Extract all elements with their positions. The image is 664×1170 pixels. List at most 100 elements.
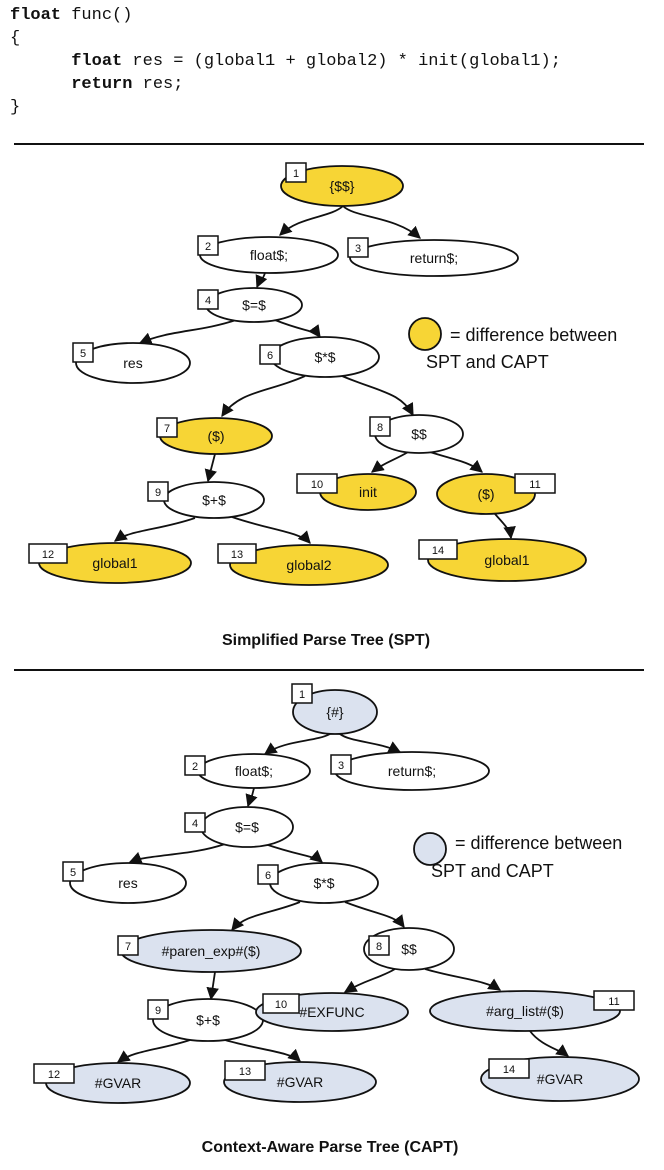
spt-node-10: init 10: [296, 473, 417, 511]
spt-node-id-box: [418, 539, 458, 560]
capt-edge: [224, 1039, 301, 1062]
spt-node-id: 4: [205, 295, 211, 307]
capt-node-6: $*$ 6: [257, 862, 379, 904]
code-text: res;: [132, 75, 184, 94]
capt-edge: [424, 968, 502, 991]
capt-node-5: res 5: [62, 861, 187, 904]
capt-node-3: return$; 3: [330, 751, 490, 791]
spt-node-3: return$;3: [347, 237, 519, 277]
spt-edge: [274, 319, 321, 339]
spt-edge: [494, 513, 516, 540]
spt-tree: {$$}1float$;2return$;3$=$4res5$*$6($)7$$…: [28, 162, 617, 649]
capt-edge: [264, 843, 323, 863]
spt-node-id-box: [197, 235, 219, 256]
spt-node-label: float$;: [250, 247, 288, 263]
spt-node-id-box: [259, 344, 281, 365]
capt-edge: [206, 971, 219, 1001]
spt-node-ellipse: [436, 473, 536, 515]
spt-node-6: $*$6: [259, 336, 380, 378]
capt-node-label: {#}: [326, 704, 343, 720]
capt-node-id-box: [184, 812, 206, 833]
spt-node-id: 9: [155, 487, 161, 499]
capt-node-id: 6: [265, 870, 271, 882]
spt-node-label: {$$}: [330, 178, 355, 194]
capt-legend-line1: = difference between: [455, 833, 622, 853]
spt-node-label: global2: [286, 557, 331, 573]
spt-edge: [371, 451, 409, 473]
capt-node-8: $$8: [363, 927, 455, 971]
spt-caption: Simplified Parse Tree (SPT): [222, 632, 430, 649]
spt-edge: [138, 319, 237, 345]
spt-node-label: res: [123, 355, 142, 371]
capt-node-label: $+$: [196, 1012, 220, 1028]
capt-node-1: {#} 1: [291, 683, 378, 735]
code-text: {: [10, 29, 21, 48]
spt-node-ellipse: [427, 538, 587, 582]
spt-node-ellipse: [75, 342, 191, 384]
spt-node-2: float$; 2: [197, 235, 339, 274]
spt-node-label: $$: [411, 426, 427, 442]
spt-node-id-box: [147, 481, 169, 502]
capt-node-id: 2: [192, 761, 198, 773]
capt-node-label: #GVAR: [95, 1075, 141, 1091]
spt-node-1: {$$} 1: [280, 162, 404, 207]
capt-node-11: #arg_list#($)11: [429, 990, 635, 1032]
capt-edge: [128, 843, 226, 864]
capt-node-label: return$;: [388, 763, 436, 779]
capt-node-id-box: [62, 861, 84, 882]
spt-edge: [221, 375, 306, 418]
capt-node-id-box: [262, 993, 300, 1014]
capt-node-label: res: [118, 875, 137, 891]
spt-node-label: ($): [477, 486, 494, 502]
spt-node-label: $*$: [314, 349, 335, 365]
spt-node-id-box: [347, 237, 369, 258]
capt-node-id: 5: [70, 867, 76, 879]
spt-node-id-box: [369, 416, 391, 437]
keyword-return: return: [71, 75, 133, 94]
capt-node-9: $+$9: [147, 998, 264, 1042]
capt-node-id: 13: [239, 1066, 251, 1078]
capt-node-id: 11: [608, 996, 619, 1008]
spt-node-label: init: [359, 484, 377, 500]
capt-node-ellipse: [292, 689, 378, 735]
capt-node-id-box: [224, 1060, 266, 1081]
capt-edge: [339, 733, 402, 753]
spt-node-id: 10: [311, 479, 323, 491]
capt-edge: [344, 901, 405, 929]
spt-edge: [231, 516, 311, 544]
spt-edge: [429, 451, 483, 473]
capt-node-id: 10: [275, 999, 287, 1011]
spt-node-label: ($): [207, 428, 224, 444]
capt-node-label: $*$: [313, 875, 334, 891]
capt-node-id: 7: [125, 941, 131, 953]
spt-legend-line2: SPT and CAPT: [426, 352, 549, 372]
capt-edge: [116, 1039, 191, 1063]
spt-edge: [204, 453, 217, 483]
spt-node-id-box: [296, 473, 338, 494]
spt-node-label: $=$: [242, 297, 266, 313]
capt-node-13: #GVAR 13: [223, 1060, 377, 1103]
spt-node-id-box: [514, 473, 556, 494]
capt-node-id: 3: [338, 760, 344, 772]
capt-edge: [529, 1030, 570, 1057]
capt-node-label: #GVAR: [277, 1074, 323, 1090]
capt-legend-swatch: [413, 832, 447, 866]
spt-edge: [113, 517, 196, 542]
spt-node-9: $+$9: [147, 481, 265, 519]
spt-node-id: 14: [432, 545, 444, 557]
spt-node-4: $=$ 4: [197, 287, 303, 323]
capt-node-label: #paren_exp#($): [162, 943, 261, 959]
capt-node-id-box: [257, 864, 279, 885]
spt-node-id: 2: [205, 241, 211, 253]
spt-node-id-box: [72, 342, 94, 363]
spt-node-id: 1: [293, 168, 299, 180]
keyword-float: float: [71, 52, 123, 71]
spt-node-id: 12: [42, 549, 54, 561]
capt-node-7: #paren_exp#($) 7: [117, 929, 302, 973]
capt-node-id: 1: [299, 689, 305, 701]
